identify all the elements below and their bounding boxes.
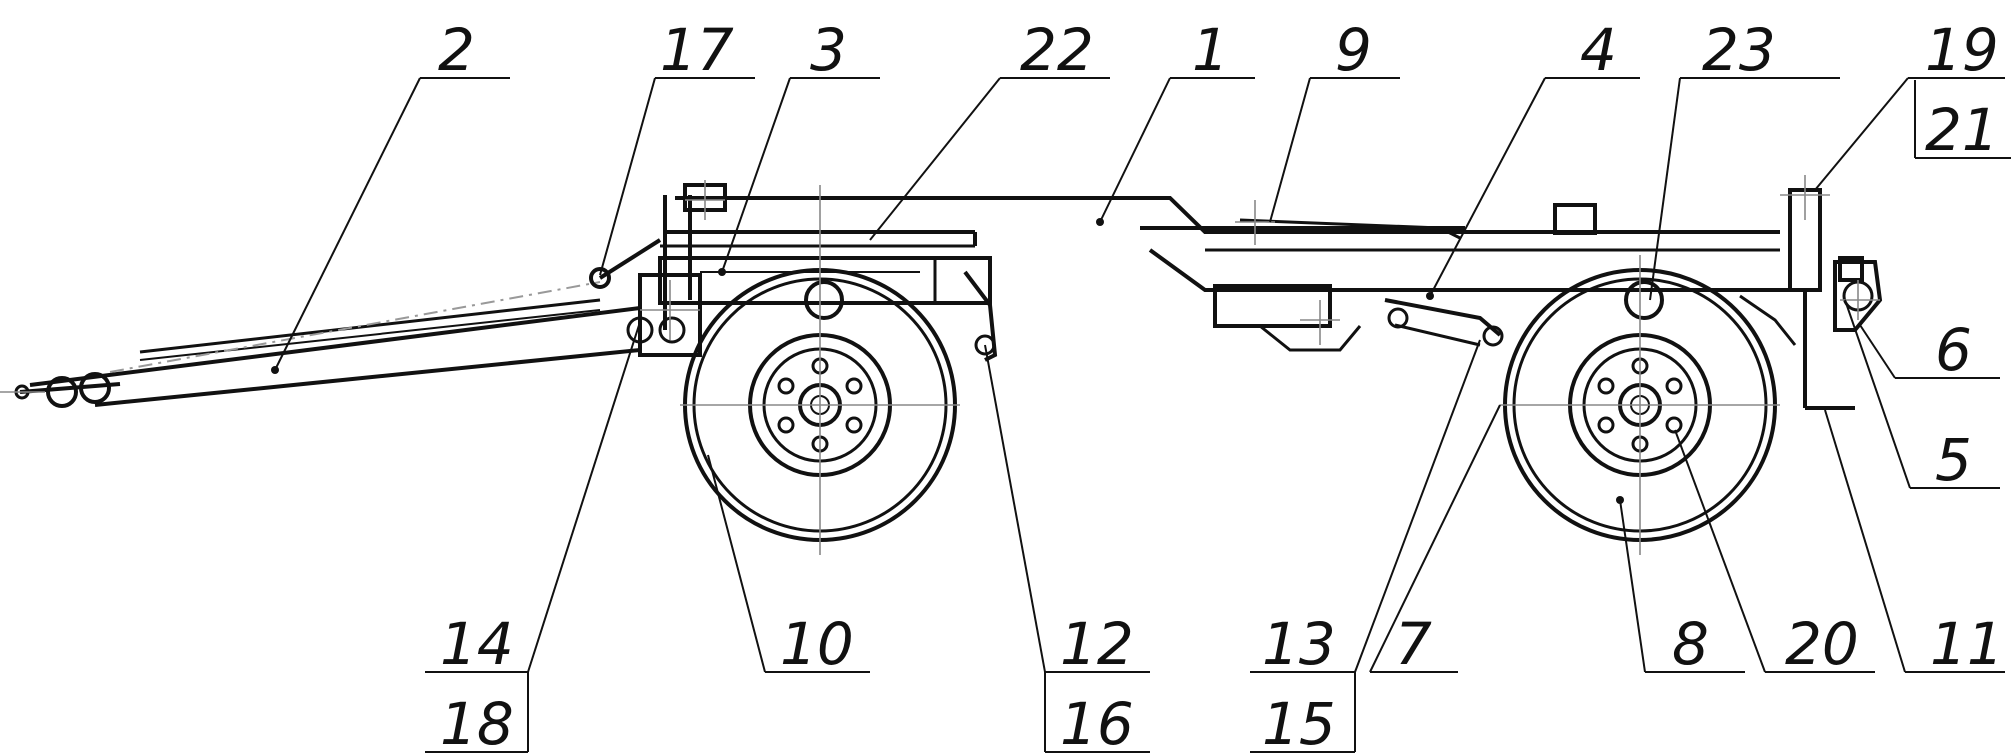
callout-2: 2	[438, 16, 475, 84]
leader-dots	[271, 218, 1624, 504]
callout-3: 3	[810, 16, 847, 84]
callout-7: 7	[1395, 610, 1432, 678]
front-wheel	[680, 185, 960, 555]
drawbar	[14, 238, 702, 408]
callout-11: 11	[1930, 610, 2004, 678]
center-marks	[0, 175, 1880, 393]
callout-15: 15	[1262, 690, 1336, 755]
callout-4: 4	[1580, 16, 1617, 84]
callout-21: 21	[1925, 96, 1999, 164]
callout-22: 22	[1020, 16, 1094, 84]
callout-13: 13	[1262, 610, 1336, 678]
callout-23: 23	[1702, 16, 1776, 84]
callout-14: 14	[440, 610, 514, 678]
callout-6: 6	[1935, 316, 1972, 384]
callout-19: 19	[1925, 16, 1999, 84]
callout-12: 12	[1060, 610, 1134, 678]
frame	[658, 183, 1883, 410]
callout-5: 5	[1935, 426, 1972, 494]
callout-20: 20	[1785, 610, 1859, 678]
callout-16: 16	[1060, 690, 1134, 755]
callout-1: 1	[1192, 16, 1229, 84]
rear-wheel	[1500, 255, 1780, 555]
callout-17: 17	[660, 16, 734, 84]
callout-labels: 2 17 3 22 1 9 4 23 19 21 6 5 14 18 10 12…	[438, 16, 2004, 755]
callout-18: 18	[440, 690, 514, 755]
callout-10: 10	[780, 610, 854, 678]
leader-lines	[274, 77, 2011, 753]
callout-9: 9	[1335, 16, 1372, 84]
callout-8: 8	[1672, 610, 1709, 678]
